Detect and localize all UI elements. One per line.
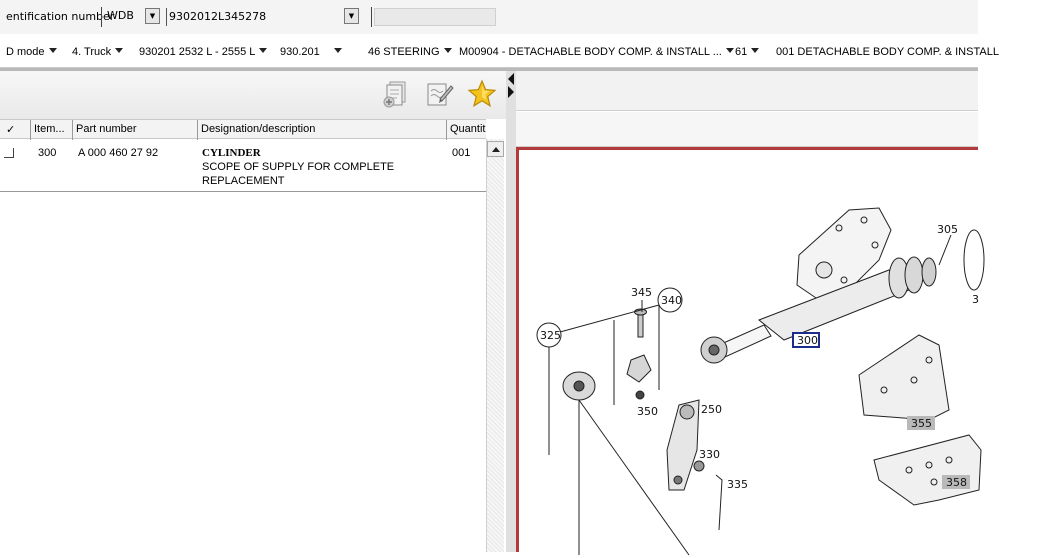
breadcrumb-group[interactable]: 46 STEERING [368, 46, 452, 58]
copy-to-list-icon[interactable] [381, 79, 411, 109]
pitman-arm [666, 399, 700, 491]
column-header-designation[interactable]: Designation/description [201, 123, 316, 135]
designation-cell: CYLINDER SCOPE OF SUPPLY FOR COMPLETE RE… [202, 146, 442, 188]
designation-description: SCOPE OF SUPPLY FOR COMPLETE REPLACEMENT [202, 161, 395, 187]
callout-335[interactable]: 335 [727, 478, 748, 491]
edit-notes-icon[interactable] [424, 79, 454, 109]
callout-330[interactable]: 330 [699, 448, 720, 461]
callout-250[interactable]: 250 [701, 403, 722, 416]
breadcrumb-sheet[interactable]: 001 DETACHABLE BODY COMP. & INSTALL [776, 46, 999, 58]
row-checkbox[interactable] [4, 148, 14, 158]
separator [0, 68, 978, 71]
callout-305[interactable]: 305 [937, 223, 958, 236]
designation-title: CYLINDER [202, 147, 261, 159]
collapse-left-icon[interactable] [508, 73, 514, 85]
callout-325[interactable]: 325 [540, 329, 561, 342]
breadcrumb-vehicle-type[interactable]: 4. Truck [72, 46, 124, 58]
item-number: 300 [38, 147, 57, 159]
chevron-down-icon[interactable]: ▼ [145, 8, 160, 24]
callout-350[interactable]: 350 [637, 405, 658, 418]
scroll-up-button[interactable] [487, 141, 504, 157]
column-divider[interactable] [30, 120, 31, 140]
callout-340[interactable]: 340 [661, 294, 682, 307]
divider [371, 7, 372, 27]
caret-down-icon [259, 48, 268, 53]
exploded-view-drawing[interactable]: 340 325 345 305 300 350 250 355 330 335 … [516, 147, 985, 556]
drawing-toolbar [516, 71, 978, 111]
select-column-header[interactable]: ✓ [6, 124, 16, 136]
breadcrumb-subgroup[interactable]: 61 [735, 46, 760, 58]
callout-345[interactable]: 345 [631, 286, 652, 299]
caret-down-icon [333, 48, 342, 53]
callout-3[interactable]: 3 [972, 293, 979, 306]
breadcrumb: D mode 4. Truck 930201 2532 L - 2555 L 9… [0, 36, 999, 68]
column-divider[interactable] [446, 120, 447, 140]
empty-field[interactable] [374, 8, 496, 26]
identification-number-label: entification number [6, 10, 115, 23]
parts-list-panel: ✓ Item... Part number Designation/descri… [0, 71, 506, 552]
exploded-view-svg: 340 325 345 305 300 350 250 355 330 335 … [536, 207, 985, 556]
column-header-quantity[interactable]: Quantit [450, 123, 486, 135]
callout-358[interactable]: 358 [946, 476, 967, 489]
caret-down-icon [725, 48, 734, 53]
vertical-scrollbar[interactable] [486, 139, 504, 552]
parts-table-header: ✓ Item... Part number Designation/descri… [0, 119, 486, 140]
drawing-subtoolbar [516, 112, 978, 147]
breadcrumb-module[interactable]: M00904 - DETACHABLE BODY COMP. & INSTALL… [459, 46, 734, 58]
parts-table-body: 300 A 000 460 27 92 CYLINDER SCOPE OF SU… [0, 139, 486, 552]
expand-right-icon[interactable] [508, 86, 514, 98]
divider [101, 7, 102, 27]
cotter-pin [715, 474, 723, 531]
column-divider[interactable] [197, 120, 198, 140]
breadcrumb-mode[interactable]: D mode [6, 46, 57, 58]
column-divider[interactable] [72, 120, 73, 140]
breadcrumb-model-series[interactable]: 930.201 [280, 46, 342, 58]
chevron-down-icon[interactable]: ▼ [344, 8, 359, 24]
caret-down-icon [115, 48, 124, 53]
parts-toolbar [0, 71, 506, 119]
bolt-345 [637, 314, 644, 338]
vin-value: 9302012L345278 [169, 10, 267, 23]
callout-355[interactable]: 355 [911, 417, 932, 430]
drawing-panel: 340 325 345 305 300 350 250 355 330 335 … [516, 71, 985, 556]
vin-input[interactable]: 9302012L345278 ▼ [166, 8, 367, 26]
table-row[interactable]: 300 A 000 460 27 92 CYLINDER SCOPE OF SU… [0, 139, 486, 192]
column-header-part-number[interactable]: Part number [76, 123, 137, 135]
part-number: A 000 460 27 92 [78, 147, 159, 159]
quantity: 001 [452, 147, 471, 159]
column-header-item[interactable]: Item... [34, 123, 65, 135]
bracket-355 [858, 334, 950, 421]
ball-joint [626, 354, 652, 383]
caret-down-icon [443, 48, 452, 53]
caret-down-icon [48, 48, 57, 53]
favorite-star-icon[interactable] [467, 79, 497, 109]
vin-prefix-select[interactable]: WDB ▼ [104, 8, 160, 26]
plate-358 [873, 434, 982, 506]
vin-prefix-value: WDB [107, 9, 134, 22]
panel-splitter[interactable] [506, 71, 516, 552]
callout-300-highlighted[interactable]: 300 [797, 334, 818, 347]
breadcrumb-model[interactable]: 930201 2532 L - 2555 L [139, 46, 268, 58]
nut-330 [693, 460, 705, 472]
caret-down-icon [751, 48, 760, 53]
identification-bar: entification number WDB ▼ 9302012L345278… [0, 0, 978, 34]
